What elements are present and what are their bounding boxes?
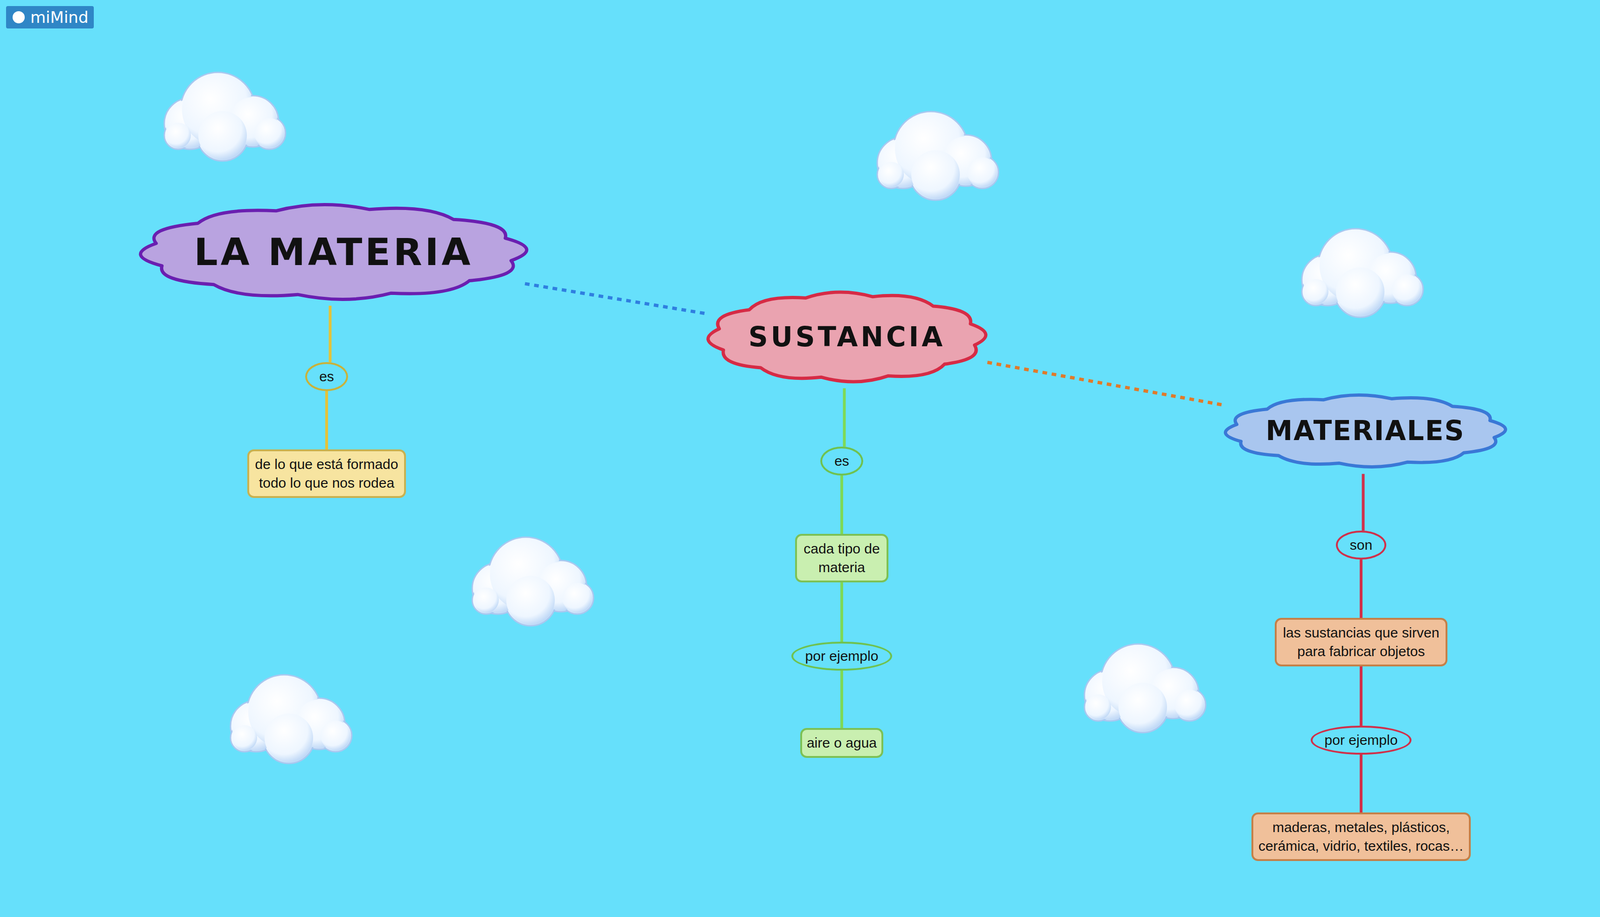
concept-text: por ejemplo [1324,732,1398,748]
brain-icon [11,10,26,25]
concept-text: es [319,368,335,385]
concept-box: de lo que está formado todo lo que nos r… [247,449,406,498]
concept-box: maderas, metales, plásticos, cerámica, v… [1251,812,1471,861]
connector-line [325,391,329,450]
link-word-oval: son [1335,530,1387,560]
connector-line [842,388,846,447]
concept-text: maderas, metales, plásticos, cerámica, v… [1257,817,1465,855]
topic-title: MATERIALES [1265,414,1466,447]
concept-text: son [1349,537,1373,553]
topic-cloud: MATERIALES [1223,387,1508,475]
topic-cloud: SUSTANCIA [706,285,988,389]
connector-line [1359,754,1363,813]
concept-text: por ejemplo [805,648,879,664]
connector-line [840,475,844,534]
cloud-icon [164,72,286,161]
link-word-oval: por ejemplo [791,641,893,671]
watermark-text: miMind [30,7,89,27]
topic-title: LA MATERIA [194,230,474,274]
connector-line [840,582,844,642]
concept-text: aire o agua [806,733,877,753]
concept-box: cada tipo de materia [795,533,889,582]
concept-box: las sustancias que sirven para fabricar … [1274,617,1448,666]
cloud-icon [1084,643,1206,733]
topic-cloud: LA MATERIA [142,198,525,306]
link-word-oval: es [305,362,349,392]
connector-line [1359,559,1363,618]
link-word-oval: es [820,446,864,476]
concept-text: es [834,453,850,469]
connector-line [1359,666,1363,726]
concept-text: cada tipo de materia [801,539,882,577]
concept-text: de lo que está formado todo lo que nos r… [253,454,400,492]
cloud-icon [472,537,594,626]
connector-line [328,305,332,363]
topic-title: SUSTANCIA [748,321,946,353]
relation-dotted-line [987,362,1224,406]
watermark: miMind [6,6,94,29]
cloud-icon [1301,228,1424,318]
concept-box: aire o agua [800,727,884,758]
connector-line [1361,474,1365,532]
concept-text: las sustancias que sirven para fabricar … [1281,623,1441,661]
connector-line [840,670,844,728]
cloud-icon [877,111,999,201]
cloud-icon [230,674,352,764]
relation-dotted-line [524,283,707,314]
link-word-oval: por ejemplo [1310,725,1412,755]
